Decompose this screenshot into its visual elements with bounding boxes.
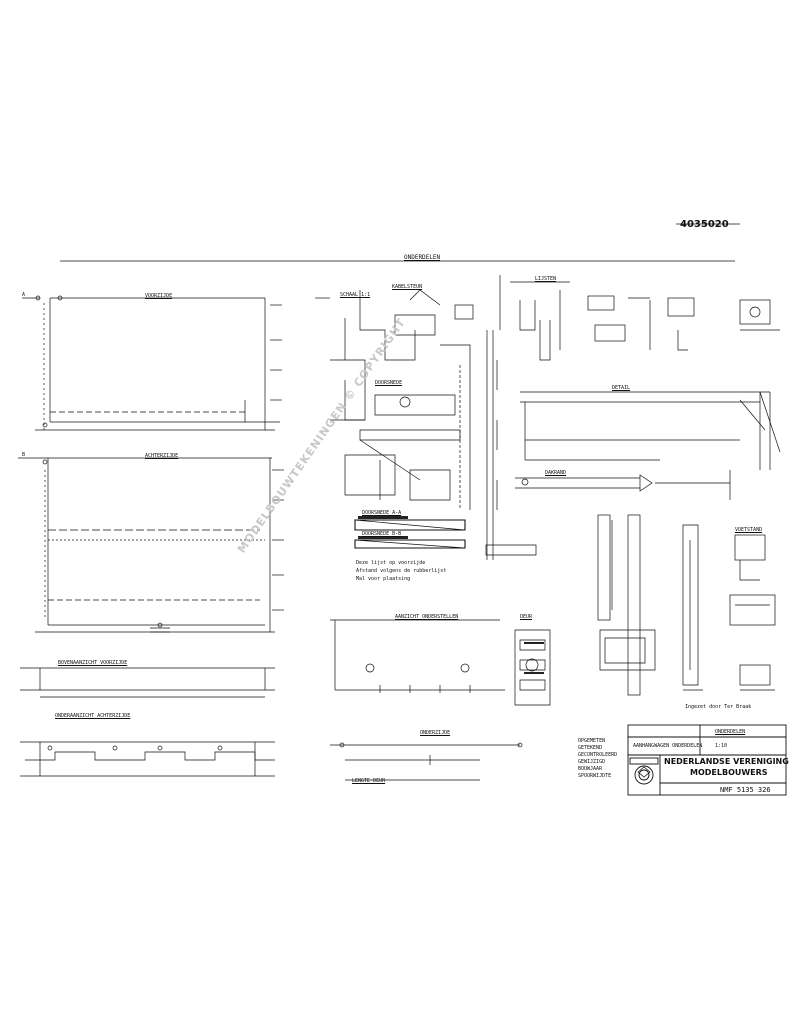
label-bovenaanzicht: BOVENAANZICHT VOORZIJDE bbox=[58, 660, 128, 666]
tb-side-5: BOUWJAAR bbox=[578, 766, 603, 772]
sheet-title: ONDERDELEN bbox=[404, 254, 441, 261]
label-onderaanzicht: ONDERAANZICHT ACHTERZIJDE bbox=[55, 713, 131, 719]
view-lengte-deur bbox=[515, 470, 731, 500]
tb-desc: AANHANGWAGEN ONDERDELEN bbox=[633, 743, 703, 749]
title-block bbox=[627, 724, 787, 796]
note-1: Deze lijst op voorzijde bbox=[356, 560, 426, 566]
view-kabelsteun bbox=[315, 275, 501, 365]
tb-header: ONDERDELEN bbox=[715, 729, 746, 735]
label-aanzicht: AANZICHT ONDERSTELLEN bbox=[395, 614, 459, 620]
view-voetstand bbox=[729, 534, 776, 691]
label-deur: DEUR bbox=[520, 614, 533, 620]
tb-ref: NMF 5135 326 bbox=[720, 786, 771, 794]
label-dakrand: DAKRAND bbox=[545, 470, 567, 476]
drawing-number: 4035020 bbox=[680, 219, 729, 230]
label-voorzijde: VOORZIJDE bbox=[145, 293, 173, 299]
view-bovenaanzicht bbox=[20, 667, 275, 777]
tb-org-2: MODELBOUWERS bbox=[690, 768, 768, 777]
label-doorsnede-aa: DOORSNEDE A-A bbox=[362, 510, 402, 516]
tb-side-4: GEWIJZIGD bbox=[578, 759, 606, 765]
view-lijsten-detail bbox=[510, 281, 780, 361]
tb-side-6: SPOORWIJDTE bbox=[578, 773, 612, 779]
label-kabelsteun: KABELSTEUN bbox=[392, 284, 423, 290]
label-doorsnede-bb: DOORSNEDE B-B bbox=[362, 531, 402, 537]
note-3: Mal voor plaatsing bbox=[356, 576, 411, 582]
view-onderstellen bbox=[330, 742, 523, 781]
label-scale-a: A bbox=[22, 292, 26, 298]
label-achterzijde: ACHTERZIJDE bbox=[145, 453, 179, 459]
tb-org-1: NEDERLANDSE VERENIGING bbox=[664, 757, 789, 766]
view-dakrand bbox=[520, 391, 781, 470]
tb-side-3: GECONTROLEERD bbox=[578, 752, 618, 758]
view-onderzijde bbox=[330, 619, 551, 706]
view-doorsnede bbox=[330, 359, 471, 549]
view-deur bbox=[597, 514, 703, 696]
note-2: Afstand volgens de rubberlijst bbox=[356, 568, 447, 574]
label-doorsnede: DOORSNEDE bbox=[375, 380, 403, 386]
view-achterzijde bbox=[18, 457, 284, 633]
org-logo bbox=[637, 766, 651, 778]
label-schaal: SCHAAL 1:1 bbox=[340, 292, 371, 298]
tb-side-1: OPGEMETEN bbox=[578, 738, 606, 744]
label-onderzijde: ONDERZIJDE bbox=[420, 730, 451, 736]
label-scale-b: B bbox=[22, 452, 26, 458]
label-lijsten: LIJSTEN bbox=[535, 276, 557, 282]
view-lijsten-vertical bbox=[485, 330, 537, 560]
tb-side-2: GETEKEND bbox=[578, 745, 603, 751]
label-lengte-deur: LENGTE DEUR bbox=[352, 778, 386, 784]
label-detail: DETAIL bbox=[612, 385, 631, 391]
view-voorzijde bbox=[22, 295, 282, 431]
label-voetstand: VOETSTAND bbox=[735, 527, 763, 533]
tb-scale: 1:10 bbox=[715, 743, 728, 749]
note-4: Ingezet door Ter Braak bbox=[685, 704, 752, 710]
